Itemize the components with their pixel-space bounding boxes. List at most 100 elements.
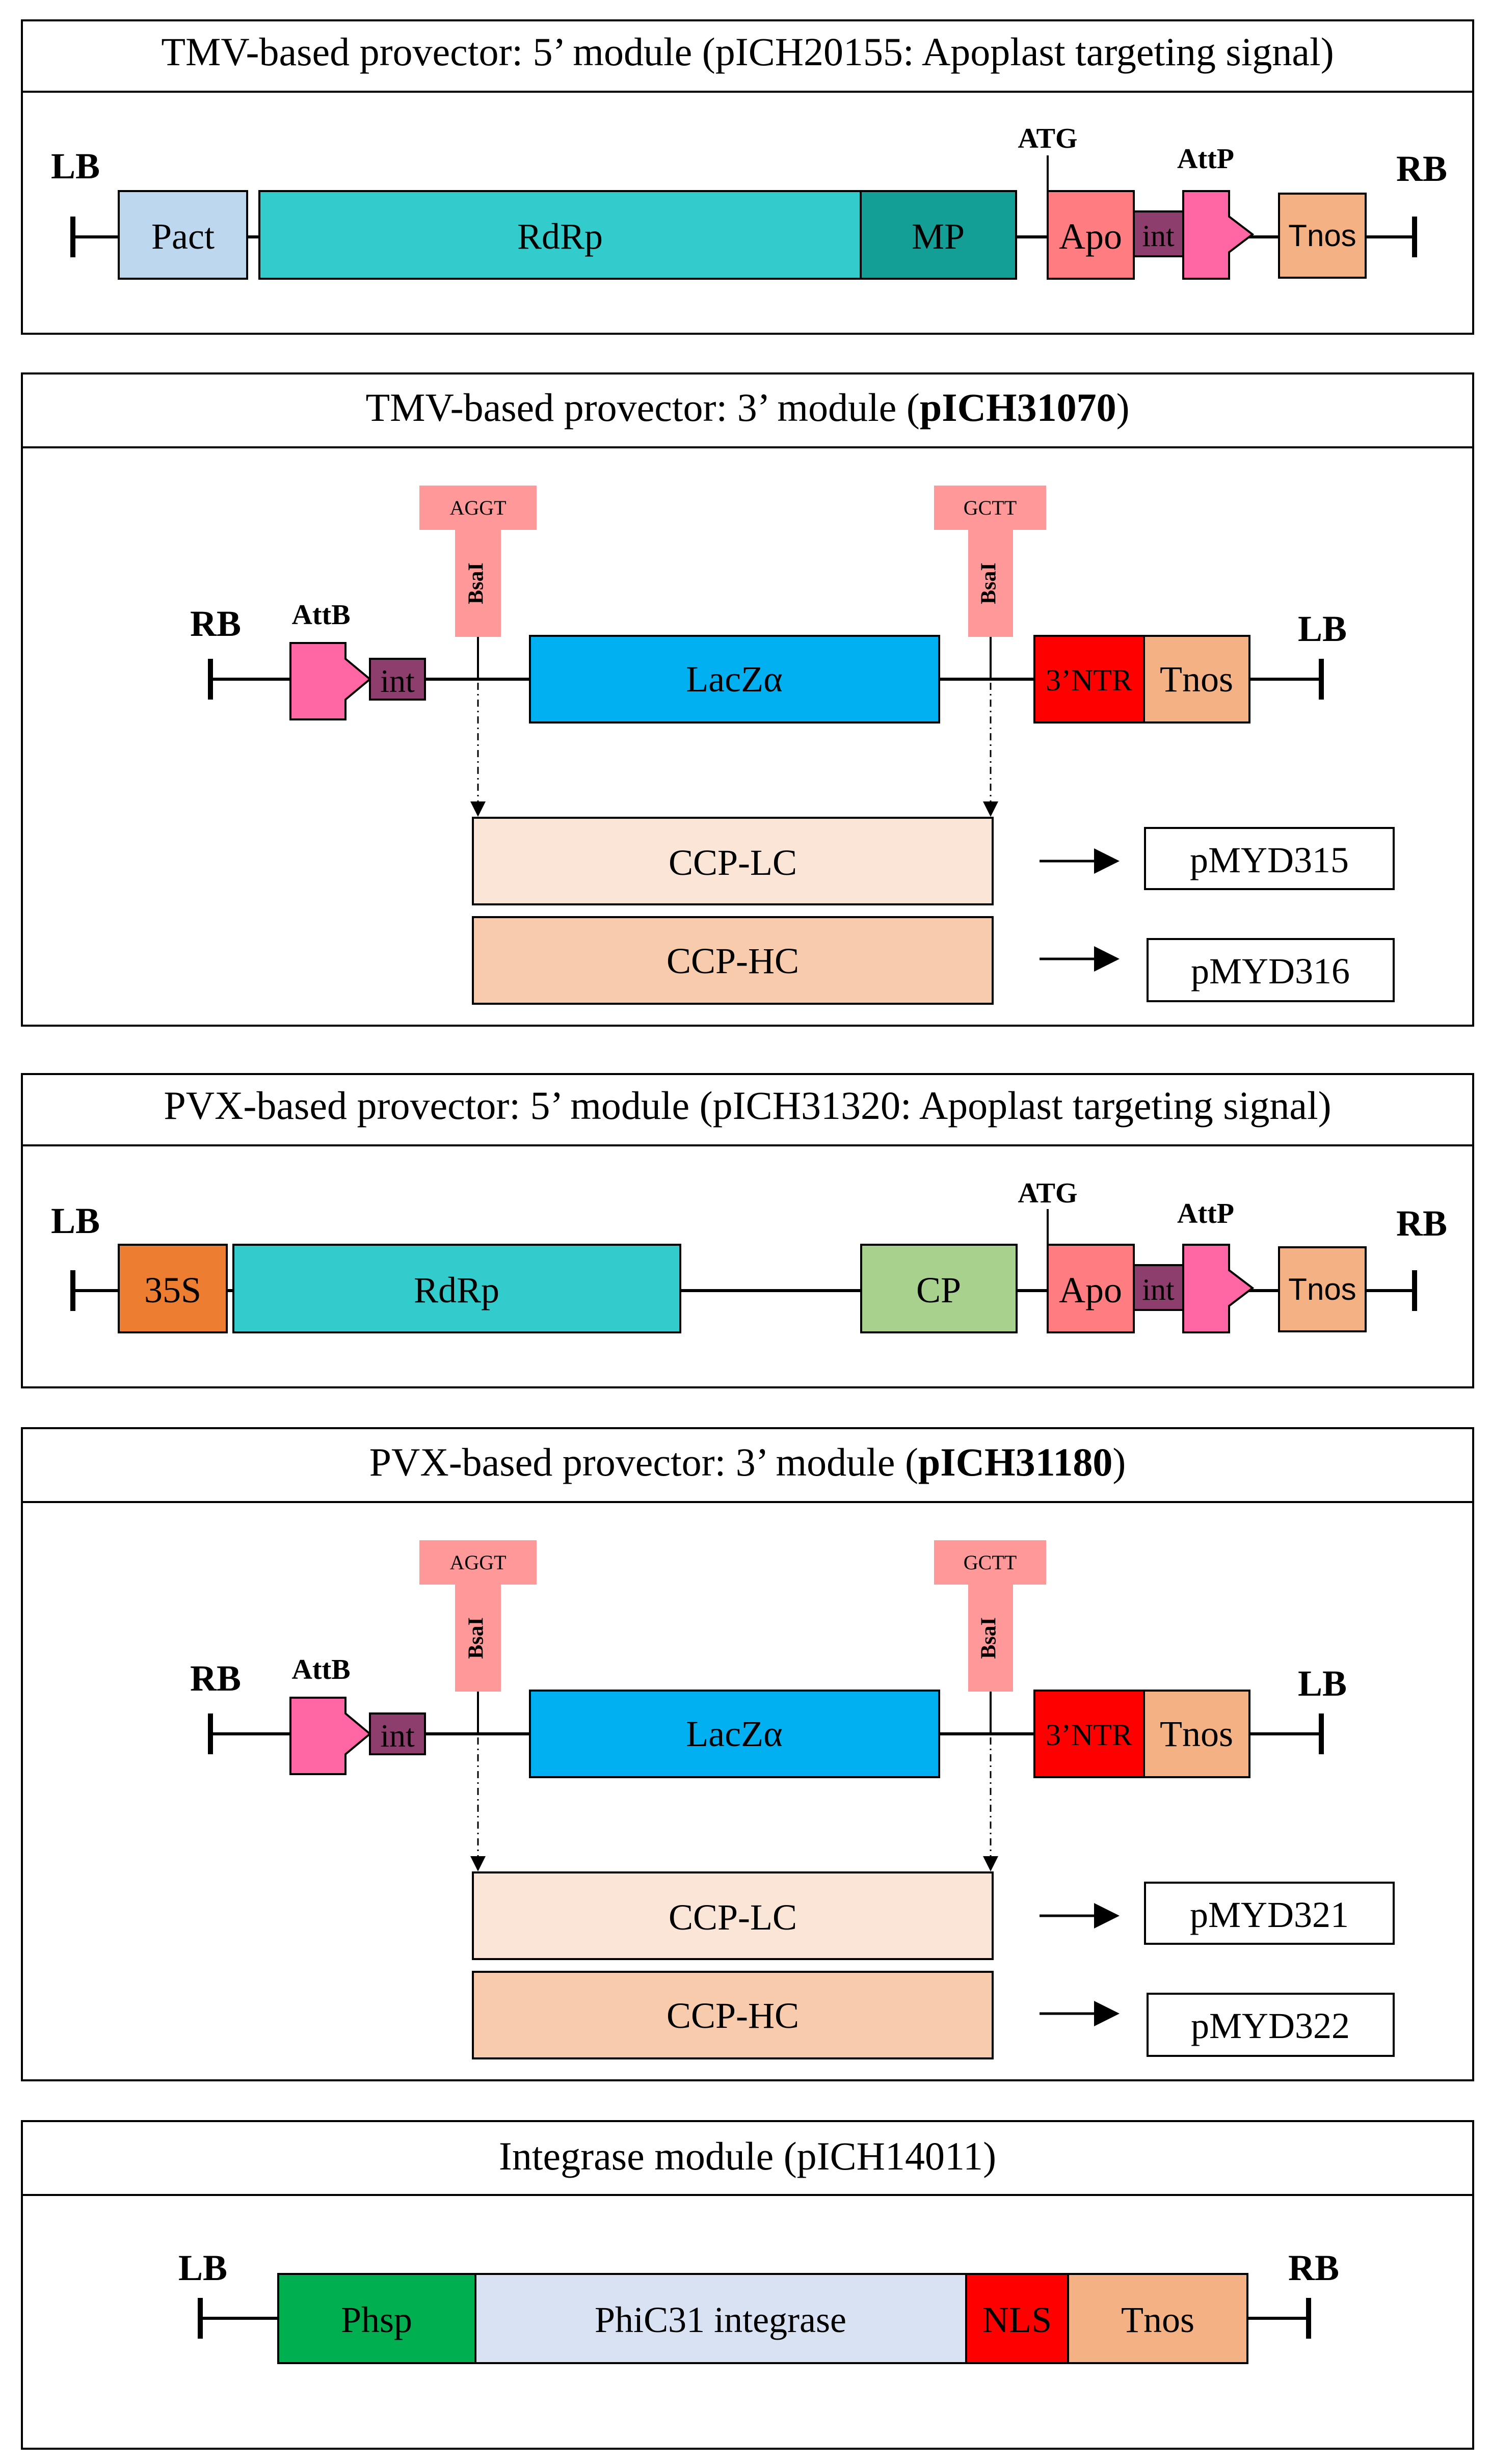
product-box bbox=[1147, 1993, 1395, 2057]
bsai-site-left: AGGT BsaI bbox=[419, 486, 537, 817]
product-box bbox=[1144, 827, 1395, 890]
int-label: int bbox=[380, 1718, 415, 1754]
attp-label: AttP bbox=[1177, 143, 1234, 175]
overhang-label: GCTT bbox=[964, 496, 1017, 519]
int-label: int bbox=[1142, 1273, 1175, 1306]
ccp-hc-insert bbox=[472, 1971, 994, 2059]
nls-element bbox=[965, 2273, 1069, 2364]
phsp-label: Phsp bbox=[341, 2299, 412, 2340]
panel-title: Integrase module (pICH14011) bbox=[499, 2134, 996, 2178]
ntr-element bbox=[1033, 635, 1145, 724]
left-border-label: LB bbox=[51, 1200, 100, 1241]
tnos-element bbox=[1143, 635, 1250, 724]
attp-label: AttP bbox=[1177, 1198, 1234, 1229]
right-border-label: RB bbox=[1396, 148, 1447, 189]
int-label: int bbox=[380, 663, 415, 699]
overhang-label: AGGT bbox=[449, 496, 506, 519]
bsai-site-left: AGGT BsaI bbox=[419, 1540, 537, 1871]
attp-arrow bbox=[1182, 190, 1255, 280]
enzyme-label: BsaI bbox=[977, 1617, 1001, 1659]
lacz-element bbox=[529, 1690, 940, 1778]
attp-arrow bbox=[1182, 1244, 1255, 1333]
panel-tmv-5-module: TMV-based provector: 5’ module (pICH2015… bbox=[21, 19, 1474, 335]
panel-title: PVX-based provector: 5’ module (pICH3132… bbox=[164, 1083, 1331, 1128]
bsai-site-shape bbox=[934, 1540, 1046, 1692]
right-border-label: RB bbox=[1396, 1203, 1447, 1244]
rdrp-label: RdRp bbox=[414, 1270, 499, 1310]
pact-element bbox=[118, 190, 248, 280]
lacz-label: LacZα bbox=[686, 1713, 783, 1754]
attb-label: AttB bbox=[291, 1654, 350, 1685]
enzyme-label: BsaI bbox=[977, 563, 1001, 604]
tnos-label: Tnos bbox=[1160, 1713, 1233, 1754]
ccp-hc-label: CCP-HC bbox=[667, 1995, 799, 2036]
panel-tmv-3-module: TMV-based provector: 3’ module (pICH3107… bbox=[21, 372, 1474, 1027]
rdrp-element bbox=[232, 1244, 681, 1333]
product-label: pMYD316 bbox=[1191, 951, 1350, 992]
panel-frame bbox=[21, 1073, 1474, 1388]
product-label: pMYD321 bbox=[1190, 1894, 1349, 1935]
overhang-label: GCTT bbox=[964, 1551, 1017, 1574]
attb-arrow bbox=[289, 1697, 372, 1775]
ccp-hc-label: CCP-HC bbox=[667, 941, 799, 981]
lacz-label: LacZα bbox=[686, 659, 783, 700]
ccp-lc-label: CCP-LC bbox=[669, 842, 797, 883]
ccp-lc-label: CCP-LC bbox=[669, 1897, 797, 1938]
int-element bbox=[369, 1712, 426, 1755]
panel-frame bbox=[21, 19, 1474, 335]
tnos-element bbox=[1143, 1690, 1250, 1778]
35s-label: 35S bbox=[144, 1270, 201, 1310]
right-border-label: RB bbox=[1288, 2247, 1339, 2288]
apo-label: Apo bbox=[1059, 216, 1122, 257]
right-border-label: LB bbox=[1298, 608, 1347, 649]
rdrp-element bbox=[258, 190, 862, 280]
phic31-integrase-label: PhiC31 integrase bbox=[595, 2299, 846, 2340]
apo-element bbox=[1047, 190, 1135, 280]
tnos-label: Tnos bbox=[1160, 659, 1233, 700]
attb-arrow bbox=[289, 642, 372, 720]
pact-label: Pact bbox=[151, 216, 215, 257]
attb-label: AttB bbox=[291, 599, 350, 631]
ccp-lc-insert bbox=[472, 1871, 994, 1960]
tnos-element bbox=[1278, 193, 1367, 279]
atg-label: ATG bbox=[1018, 123, 1077, 154]
product-label: pMYD322 bbox=[1191, 2005, 1350, 2046]
left-border-label: LB bbox=[51, 146, 100, 186]
int-element bbox=[1133, 1264, 1184, 1311]
ntr-label: 3’NTR bbox=[1046, 663, 1132, 697]
atg-label: ATG bbox=[1018, 1177, 1077, 1209]
tnos-element bbox=[1067, 2273, 1248, 2364]
panel-integrase-module: Integrase module (pICH14011) LB RB Phsp … bbox=[21, 2120, 1474, 2450]
panel-pvx-3-module: PVX-based provector: 3’ module (pICH3118… bbox=[21, 1427, 1474, 2081]
enzyme-label: BsaI bbox=[465, 1617, 488, 1659]
enzyme-label: BsaI bbox=[465, 563, 488, 604]
int-element bbox=[369, 658, 426, 701]
tnos-label: Tnos bbox=[1288, 1272, 1356, 1306]
left-border-label: RB bbox=[190, 1658, 241, 1699]
panel-title: PVX-based provector: 3’ module (pICH3118… bbox=[369, 1440, 1126, 1484]
ntr-label: 3’NTR bbox=[1046, 1718, 1132, 1752]
cp-label: CP bbox=[916, 1270, 961, 1310]
bsai-site-right: GCTT BsaI bbox=[934, 486, 1046, 817]
cp-element bbox=[860, 1244, 1018, 1333]
phsp-element bbox=[277, 2273, 476, 2364]
35s-element bbox=[118, 1244, 228, 1333]
left-border-label: RB bbox=[190, 603, 241, 644]
tnos-label: Tnos bbox=[1121, 2299, 1194, 2340]
phic31-integrase-element bbox=[474, 2273, 967, 2364]
right-border-label: LB bbox=[1298, 1663, 1347, 1704]
panel-title: TMV-based provector: 3’ module (pICH3107… bbox=[365, 385, 1129, 430]
mp-element bbox=[860, 190, 1017, 280]
product-label: pMYD315 bbox=[1190, 840, 1349, 880]
bsai-site-shape bbox=[934, 486, 1046, 637]
bsai-site-shape bbox=[419, 486, 537, 637]
panel-title: TMV-based provector: 5’ module (pICH2015… bbox=[161, 30, 1334, 74]
lacz-element bbox=[529, 635, 940, 724]
overhang-label: AGGT bbox=[449, 1551, 506, 1574]
product-box bbox=[1144, 1882, 1395, 1945]
tnos-label: Tnos bbox=[1288, 219, 1356, 253]
rdrp-label: RdRp bbox=[517, 216, 603, 257]
nls-label: NLS bbox=[982, 2299, 1052, 2340]
bsai-site-shape bbox=[419, 1540, 537, 1692]
